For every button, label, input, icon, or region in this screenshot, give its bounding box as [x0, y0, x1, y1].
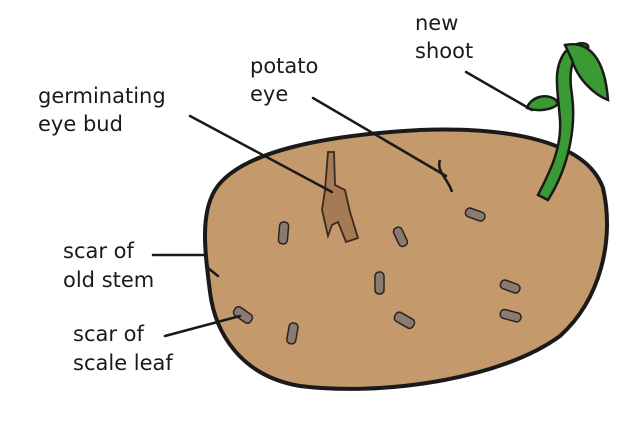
leader-potato-eye: [311, 96, 448, 178]
potato-tuber: [203, 127, 610, 391]
label-scar-scale-leaf: scar of scale leaf: [73, 322, 173, 375]
scale-leaf-scars: [232, 207, 522, 345]
scar-mark: [286, 322, 299, 345]
label-potato-eye: potato eye: [250, 54, 325, 106]
scar-mark: [464, 207, 486, 222]
scar-mark: [393, 311, 416, 330]
new-shoot: [525, 42, 610, 202]
label-germinating-eye-bud: germinating eye bud: [38, 84, 172, 136]
label-new-shoot: new shoot: [415, 11, 473, 63]
scar-mark: [392, 226, 409, 248]
leader-germinating-bud: [188, 114, 334, 194]
scar-mark: [232, 305, 254, 325]
scar-mark: [374, 271, 385, 295]
germinating-bud: [321, 151, 360, 244]
scar-mark: [499, 279, 521, 294]
label-scar-old-stem: scar of old stem: [63, 239, 154, 292]
scar-mark: [277, 221, 290, 245]
leader-new-shoot: [464, 70, 534, 112]
leader-scar-old-stem: [151, 253, 220, 278]
leader-scar-scale-leaf: [163, 314, 242, 338]
scar-mark: [499, 308, 522, 323]
